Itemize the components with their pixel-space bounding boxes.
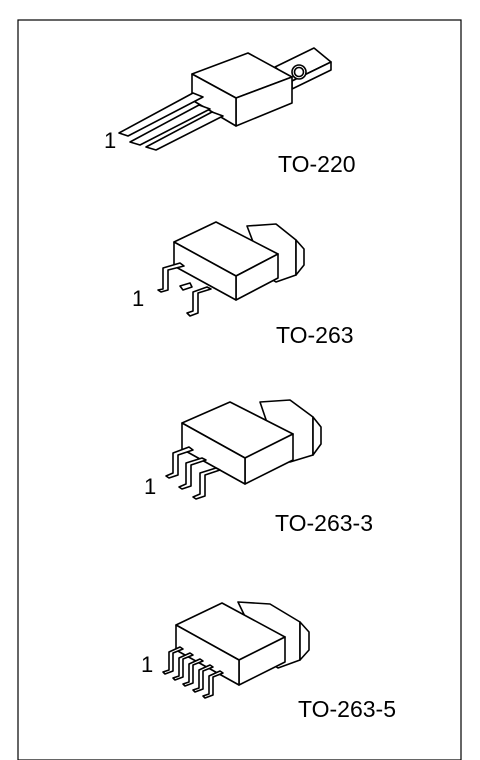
figure-border xyxy=(17,19,462,760)
to263-label: TO-263 xyxy=(276,322,354,348)
to220-body-front xyxy=(191,73,237,127)
to263-5-pin1-label: 1 xyxy=(141,652,153,677)
to263-package-drawing xyxy=(157,221,305,317)
to263-5-lead-1 xyxy=(162,646,184,675)
to220-pin1-label: 1 xyxy=(104,128,116,153)
to220-lead-2 xyxy=(129,104,211,146)
to263-5-package-drawing xyxy=(162,601,310,699)
to263-3-body-front xyxy=(181,422,246,485)
to220-lead-3 xyxy=(145,111,224,151)
to263-lead-2 xyxy=(179,282,193,291)
to220-lead-1 xyxy=(118,92,204,137)
to263-5-label: TO-263-5 xyxy=(298,696,396,722)
to263-3-lead-2 xyxy=(178,457,207,490)
to263-5-body-front xyxy=(175,624,240,686)
to263-5-lead-5 xyxy=(202,670,224,699)
to263-3-pin1-label: 1 xyxy=(144,474,156,499)
to263-5-lead-2 xyxy=(172,652,194,681)
to263-3-label: TO-263-3 xyxy=(275,510,373,536)
to263-5-lead-3 xyxy=(182,658,204,687)
to263-3-lead-3 xyxy=(192,467,221,500)
to263-body-front xyxy=(173,241,237,301)
to220-label: TO-220 xyxy=(278,151,356,177)
to263-lead-1 xyxy=(157,262,185,293)
to263-pin1-label: 1 xyxy=(132,286,144,311)
to263-lead-3 xyxy=(186,286,212,317)
to263-3-package-drawing xyxy=(165,399,322,500)
to263-5-lead-4 xyxy=(192,664,214,693)
to220-package-drawing xyxy=(118,47,332,151)
to263-3-lead-1 xyxy=(165,446,194,479)
